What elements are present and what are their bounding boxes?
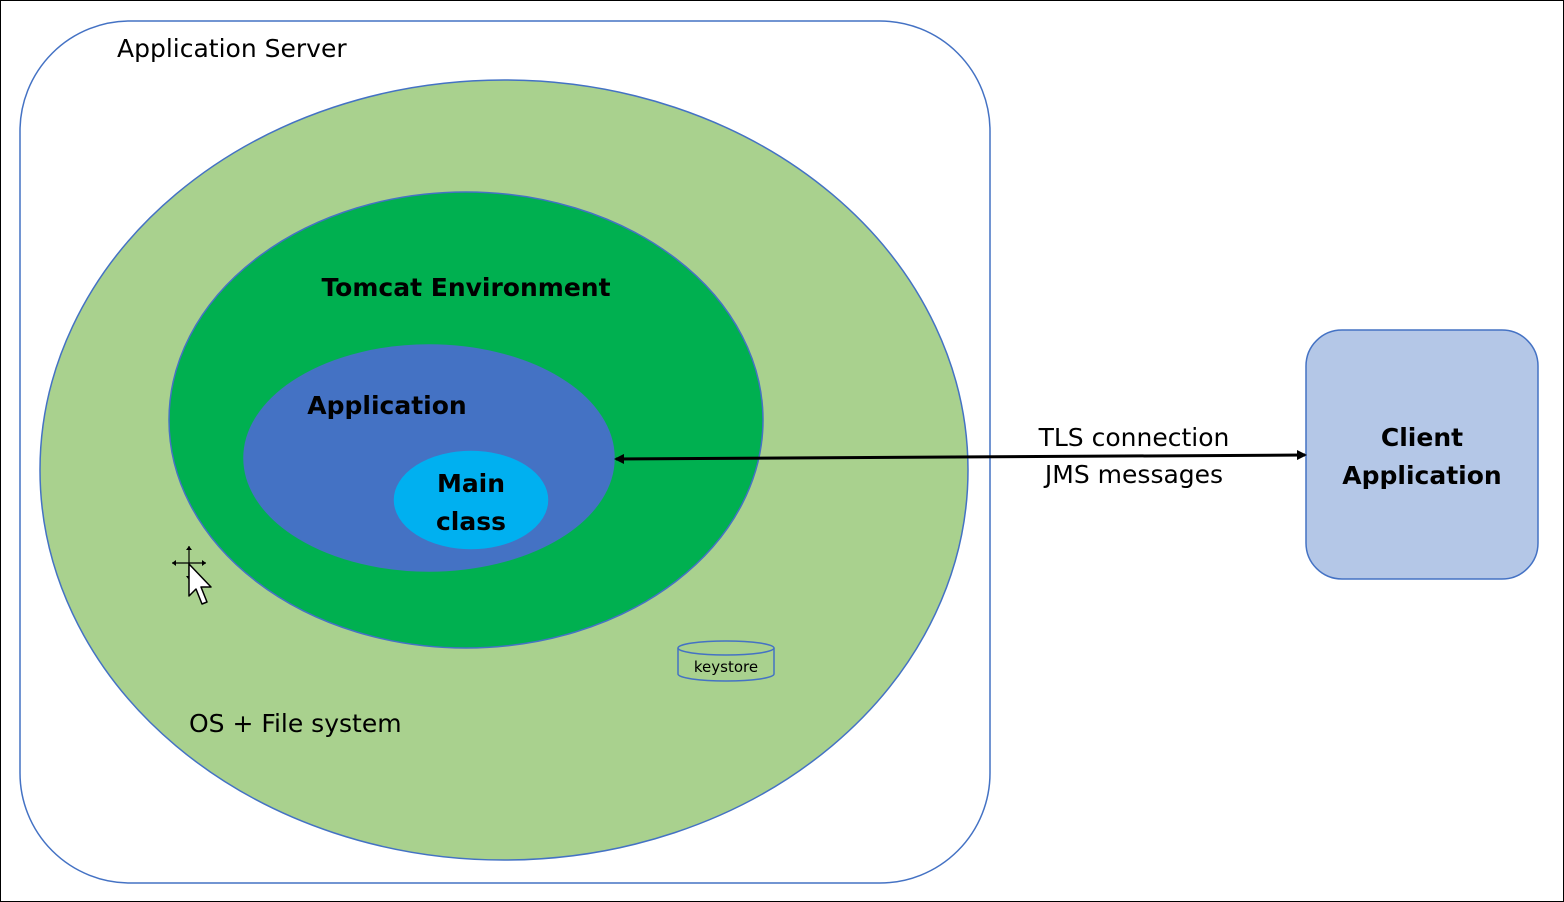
tomcat-environment-label: Tomcat Environment bbox=[321, 273, 610, 302]
main-class-label-line2: class bbox=[436, 507, 506, 536]
connection-label-line2: JMS messages bbox=[1043, 460, 1223, 489]
keystore-cylinder-icon bbox=[677, 640, 775, 682]
move-cursor-icon bbox=[172, 546, 212, 605]
os-file-system-label: OS + File system bbox=[189, 709, 402, 738]
main-class-label-line1: Main bbox=[437, 469, 505, 498]
main-class-ellipse bbox=[392, 449, 550, 551]
client-application-label-line1: Client bbox=[1381, 423, 1463, 452]
keystore-label: keystore bbox=[694, 658, 758, 676]
client-application-label-line2: Application bbox=[1342, 461, 1501, 490]
application-server-label: Application Server bbox=[117, 34, 347, 63]
connection-label-line1: TLS connection bbox=[1038, 423, 1230, 452]
tls-connection-arrow bbox=[614, 450, 1307, 464]
client-application-box bbox=[1305, 329, 1539, 580]
application-label: Application bbox=[307, 391, 466, 420]
